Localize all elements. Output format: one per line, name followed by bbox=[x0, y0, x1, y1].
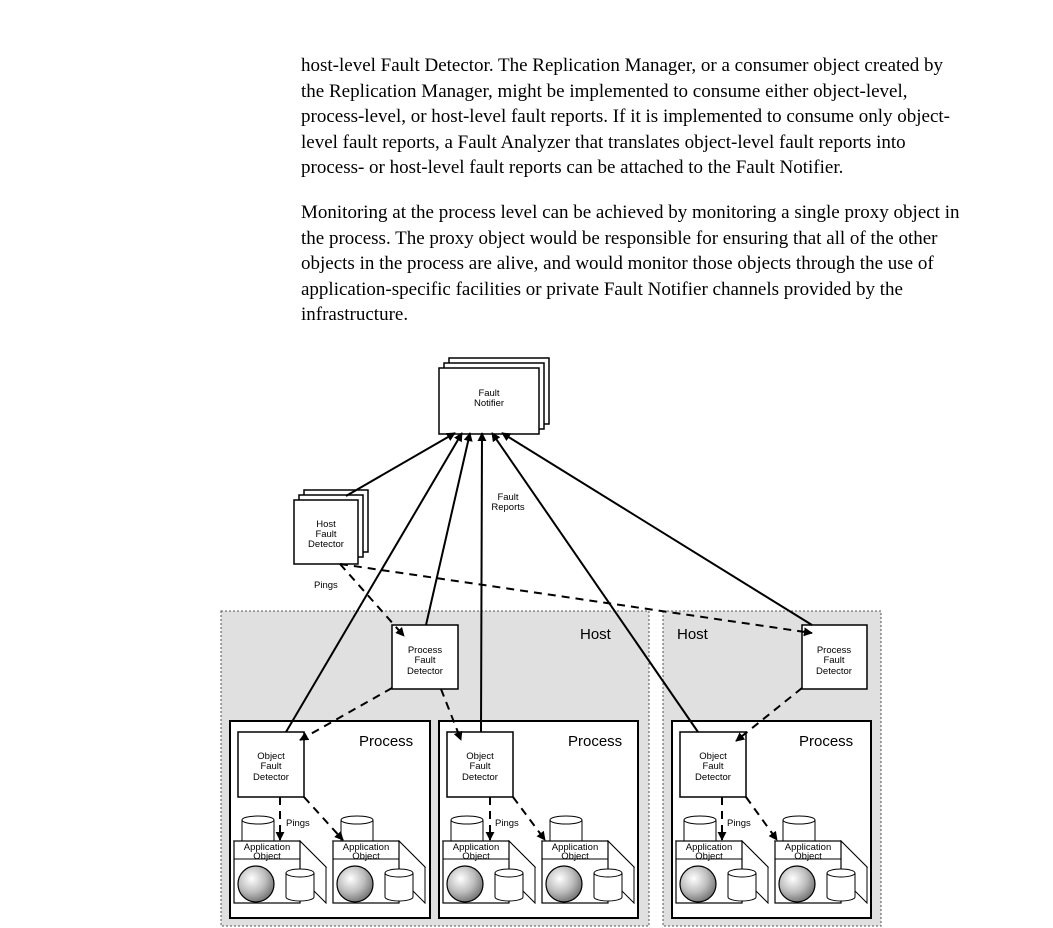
box-label: Detector bbox=[407, 666, 443, 677]
box-label: Object bbox=[352, 851, 380, 862]
text-line: process- or host-level fault reports can… bbox=[301, 157, 844, 178]
host-fault-detector: Host Fault Detector bbox=[293, 489, 369, 565]
box-label: Detector bbox=[308, 539, 344, 550]
box-label: Object bbox=[466, 751, 494, 762]
box-label: Notifier bbox=[474, 398, 504, 409]
box-label: Application bbox=[343, 842, 389, 853]
box-label: Fault bbox=[469, 761, 490, 772]
fault-reports-label: Reports bbox=[491, 502, 525, 513]
box-label: Process bbox=[817, 645, 852, 656]
application-objects: ApplicationObjectApplicationObjectApplic… bbox=[232, 815, 869, 905]
process-label: Process bbox=[799, 733, 853, 750]
box-label: Object bbox=[257, 751, 285, 762]
fault-report-arrow bbox=[425, 432, 473, 626]
host-label: Host bbox=[580, 626, 612, 643]
text-line: level fault reports, a Fault Analyzer th… bbox=[301, 131, 906, 153]
box-label: Detector bbox=[462, 772, 498, 783]
ping-arrow bbox=[440, 688, 463, 741]
box-label: Application bbox=[552, 842, 598, 853]
fault-report-arrow bbox=[345, 432, 456, 497]
object-sphere-icon bbox=[237, 865, 275, 903]
body-paragraph-1: host-level Fault Detector. The Replicati… bbox=[301, 53, 1053, 181]
fault-report-arrow bbox=[491, 432, 699, 733]
object-fault-detector: Object Fault Detector bbox=[679, 731, 747, 798]
ping-arrow bbox=[303, 796, 344, 841]
process-fault-detector: Process Fault Detector bbox=[391, 624, 459, 690]
process-label: Process bbox=[568, 733, 622, 750]
text-line: the Replication Manager, might be implem… bbox=[301, 80, 908, 102]
ping-arrow bbox=[339, 563, 813, 637]
process-fault-detector: Process Fault Detector bbox=[801, 624, 868, 690]
box-label: Fault bbox=[702, 761, 723, 772]
text-line: objects in the process are alive, and wo… bbox=[301, 253, 934, 274]
ping-arrow bbox=[299, 687, 393, 741]
object-sphere-icon bbox=[336, 865, 374, 903]
object-sphere-icon bbox=[446, 865, 484, 903]
ping-arrow bbox=[512, 796, 546, 841]
box-label: Application bbox=[244, 842, 290, 853]
object-sphere-icon bbox=[679, 865, 717, 903]
pings-label: Pings bbox=[286, 818, 310, 829]
object-fault-detector: Object Fault Detector bbox=[237, 731, 305, 798]
text-line: process-level, or host-level fault repor… bbox=[301, 106, 950, 127]
object-sphere-icon bbox=[778, 865, 816, 903]
box-label: Object bbox=[695, 851, 723, 862]
ping-arrows bbox=[275, 563, 813, 841]
box-label: Application bbox=[453, 842, 499, 853]
process-label: Process bbox=[359, 733, 413, 750]
text-line: infrastructure. bbox=[301, 304, 409, 325]
text-line: Monitoring at the process level can be a… bbox=[301, 202, 960, 223]
pings-label: Pings bbox=[727, 818, 751, 829]
fault-report-arrows bbox=[285, 432, 813, 733]
fault-report-arrow bbox=[501, 432, 813, 626]
ping-arrow bbox=[745, 796, 778, 841]
box-label: Detector bbox=[253, 772, 289, 783]
ping-arrow bbox=[339, 563, 405, 637]
text-line: the process. The proxy object would be r… bbox=[301, 227, 938, 249]
box-label: Object bbox=[462, 851, 490, 862]
text-line: application-specific facilities or priva… bbox=[301, 278, 903, 300]
object-fault-detector: Object Fault Detector bbox=[446, 731, 514, 798]
box-label: Object bbox=[794, 851, 822, 862]
box-label: Fault bbox=[823, 655, 844, 666]
box-label: Application bbox=[785, 842, 831, 853]
fault-reports-label: Fault bbox=[497, 492, 518, 503]
object-sphere-icon bbox=[545, 865, 583, 903]
box-label: Object bbox=[561, 851, 589, 862]
ping-arrow bbox=[735, 687, 803, 742]
text-line: host-level Fault Detector. The Replicati… bbox=[301, 55, 944, 76]
fault-report-arrow bbox=[285, 432, 463, 733]
box-label: Object bbox=[253, 851, 281, 862]
box-label: Fault bbox=[478, 388, 499, 399]
box-label: Process bbox=[408, 645, 443, 656]
box-label: Fault bbox=[414, 655, 435, 666]
pings-label: Pings bbox=[495, 818, 519, 829]
pings-label: Pings bbox=[314, 580, 338, 591]
fault-report-arrow bbox=[477, 432, 487, 733]
box-label: Fault bbox=[260, 761, 281, 772]
box-label: Detector bbox=[695, 772, 731, 783]
box-label: Application bbox=[686, 842, 732, 853]
box-label: Object bbox=[699, 751, 727, 762]
fault-notifier: Fault Notifier bbox=[438, 357, 550, 435]
box-label: Fault bbox=[315, 529, 336, 540]
box-label: Host bbox=[316, 519, 336, 530]
box-label: Detector bbox=[816, 666, 852, 677]
host-label: Host bbox=[677, 626, 709, 643]
body-paragraph-2: Monitoring at the process level can be a… bbox=[301, 200, 1053, 328]
